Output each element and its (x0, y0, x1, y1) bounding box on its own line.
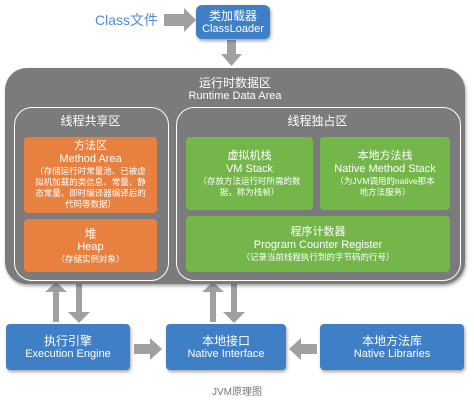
native-libraries-cn: 本地方法库 (361, 333, 422, 348)
private-region (176, 107, 461, 281)
execution-engine-box: 执行引擎 Execution Engine (6, 324, 130, 370)
pc-register-cn: 程序计数器 (290, 225, 346, 238)
arrow-runtime-to-interface (202, 282, 224, 322)
arrow-interface-to-runtime (223, 282, 245, 323)
vm-stack-cn: 虚拟机栈 (227, 149, 272, 162)
pc-register-desc: （记录当前线程执行到的字节码的行号） (241, 251, 395, 262)
class-file-label: Class文件 (95, 12, 159, 28)
vm-stack-desc-2: 据，称为栈帧） (219, 186, 280, 197)
runtime-title-en: Runtime Data Area (188, 89, 282, 102)
pc-register-box: 程序计数器 Program Counter Register （记录当前线程执行… (186, 216, 450, 272)
heap-cn: 堆 (84, 226, 97, 241)
class-loader-cn: 类加载器 (208, 8, 257, 23)
arrow-loader-to-runtime (221, 40, 242, 66)
class-loader-box: 类加载器 ClassLoader (196, 5, 270, 39)
execution-engine-cn: 执行引擎 (43, 333, 92, 348)
method-area-desc-1: （存储运行时常量池、已被虚 (35, 166, 146, 176)
vm-stack-desc-1: （存放方法运行时所需的数 (198, 175, 301, 186)
native-stack-en: Native Method Stack (334, 162, 436, 175)
shared-region (14, 107, 169, 281)
vm-stack-box: 虚拟机栈 VM Stack （存放方法运行时所需的数 据，称为栈帧） (186, 137, 313, 210)
method-area-en: Method Area (59, 153, 122, 165)
arrow-classfile-to-loader (164, 8, 196, 32)
arrow-engine-to-interface (134, 338, 162, 360)
native-method-stack-box: 本地方法栈 Native Method Stack （为JVM调用的native… (320, 137, 450, 210)
native-stack-desc-1: （为JVM调用的native那本 (335, 175, 435, 186)
runtime-title-cn: 运行时数据区 (198, 75, 271, 90)
class-loader-en: ClassLoader (202, 22, 264, 35)
vm-stack-en: VM Stack (225, 162, 274, 175)
arrow-libraries-to-interface (289, 338, 317, 360)
heap-desc: （存储实例对象） (56, 253, 125, 264)
method-area-desc-3: 态常量、即时编译器编译后的 (35, 188, 146, 198)
native-libraries-en: Native Libraries (353, 347, 431, 360)
native-libraries-box: 本地方法库 Native Libraries (320, 324, 464, 370)
method-area-desc-4: 代码等数据） (64, 199, 116, 209)
native-stack-cn: 本地方法栈 (357, 149, 413, 162)
native-interface-box: 本地接口 Native Interface (166, 324, 286, 370)
heap-en: Heap (77, 240, 104, 253)
runtime-title: 运行时数据区 Runtime Data Area (130, 74, 340, 104)
arrow-engine-to-runtime (68, 282, 90, 323)
private-region-title: 线程独占区 (287, 114, 348, 128)
shared-region-title: 线程共享区 (60, 114, 121, 128)
execution-engine-en: Execution Engine (25, 347, 111, 360)
pc-register-en: Program Counter Register (253, 238, 383, 251)
native-stack-desc-2: 地方法服务） (359, 186, 411, 197)
method-area-box: 方法区 Method Area （存储运行时常量池、已被虚 拟机加载的类信息、常… (24, 137, 157, 213)
arrow-runtime-to-engine (45, 282, 67, 322)
method-area-desc-2: 拟机加载的类信息、常量、静 (35, 177, 146, 187)
native-interface-en: Native Interface (187, 347, 265, 360)
diagram-caption: JVM原理图 (212, 386, 262, 398)
method-area-cn: 方法区 (74, 140, 107, 152)
heap-box: 堆 Heap （存储实例对象） (24, 219, 157, 272)
native-interface-cn: 本地接口 (201, 333, 250, 348)
